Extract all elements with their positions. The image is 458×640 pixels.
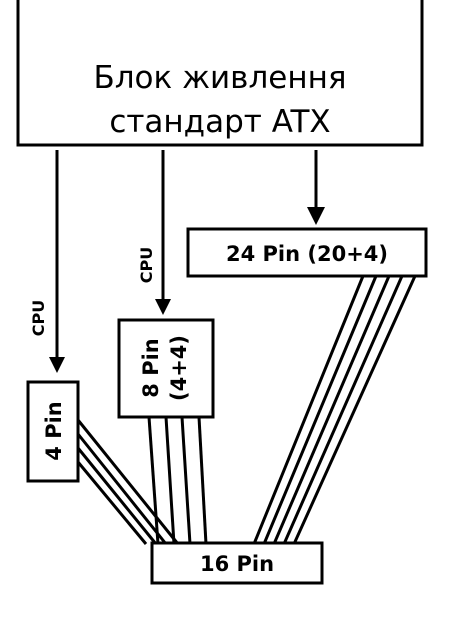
connector-8pin: 8 Pin (4+4) [117,318,215,419]
connector-24pin: 24 Pin (20+4) [186,227,428,278]
wire [272,275,391,545]
wire [76,419,180,545]
wire [76,433,168,545]
wire [262,275,378,545]
cpu-label-left: CPU [29,300,48,336]
wire [147,416,160,545]
wire [197,416,208,545]
connector-8pin-label-line2: (4+4) [167,335,191,401]
connector-24pin-label: 24 Pin (20+4) [226,242,388,266]
wires [76,275,417,545]
arrowhead-cpu4 [49,357,65,373]
psu-title-line1: Блок живлення [93,60,346,96]
psu-block: Блок живлення стандарт ATX [16,0,424,147]
arrowhead-cpu8 [155,299,171,315]
cpu-label-mid: CPU [137,247,156,283]
wire [180,416,192,545]
wire [164,416,176,545]
wire [252,275,365,545]
connector-4pin: 4 Pin [26,380,80,483]
wire [292,275,417,545]
connector-16pin-label: 16 Pin [200,552,274,576]
connector-4pin-label: 4 Pin [42,401,66,460]
wire [76,447,158,545]
psu-title-line2: стандарт ATX [109,104,330,140]
wire [76,461,148,545]
arrowhead-atx24 [307,207,325,225]
wire [282,275,404,545]
connector-8pin-label-line1: 8 Pin [139,338,163,397]
cable-arrows [49,150,325,373]
connector-16pin: 16 Pin [150,541,324,585]
